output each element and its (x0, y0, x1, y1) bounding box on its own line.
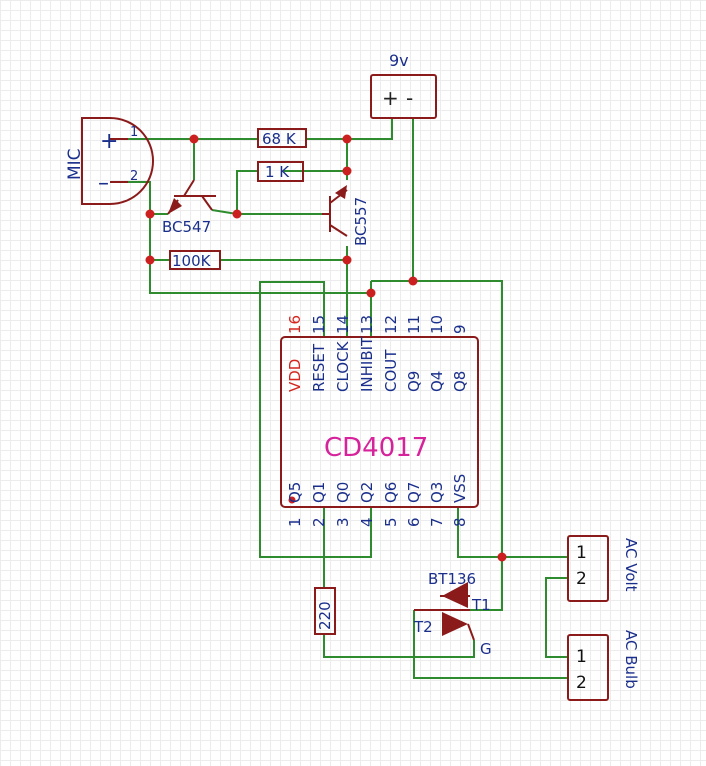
ic-pin-label: Q4 (428, 371, 446, 392)
ic-pin-number: 9 (451, 324, 469, 334)
resistor-1k-label: 1 K (265, 163, 290, 181)
junctions (145, 134, 507, 562)
ic-pin-number: 14 (334, 315, 352, 334)
ic-pin-number: 6 (405, 517, 423, 527)
ic-pin-label: COUT (382, 349, 400, 392)
ic-pin-number: 4 (358, 517, 376, 527)
ac-bulb-label: AC Bulb (622, 630, 640, 689)
resistor-68k: 68 K (257, 128, 307, 148)
triac-t2-label: T2 (413, 618, 433, 636)
ic-pin-number: 10 (428, 315, 446, 334)
ic-pin-number: 13 (358, 315, 376, 334)
resistor-100k: 100K (169, 250, 221, 270)
ic-pin-label: Q7 (405, 482, 423, 503)
triac-upper-triangle (442, 582, 468, 608)
ic-pin-number: 2 (310, 517, 328, 527)
junction-dot (232, 209, 242, 219)
ac-bulb-pin1: 1 (576, 647, 587, 667)
junction-dot (408, 276, 418, 286)
ic-pin-number: 12 (382, 315, 400, 334)
ic-pin-label: Q8 (451, 371, 469, 392)
ic-pin-label: VDD (286, 359, 304, 392)
ic-pin-label: Q0 (334, 482, 352, 503)
ic-pin-number: 5 (382, 517, 400, 527)
battery-minus: - (406, 86, 413, 110)
ic-pin-number: 7 (428, 517, 446, 527)
junction-dot (145, 209, 155, 219)
ic-pin-label: Q5 (286, 482, 304, 503)
mic-minus-sign: – (98, 171, 109, 196)
ic-pin-number: 16 (286, 315, 304, 334)
microphone: + – 1 2 MIC (65, 117, 154, 205)
resistor-220-label: 220 (316, 601, 334, 630)
ic-cd4017: CD4017 16VDD15RESET14CLOCK13INHIBIT12COU… (280, 315, 479, 527)
ic-pin1-marker (288, 496, 296, 504)
triac-bt136: BT136 T1 T2 G (413, 570, 492, 658)
wires (128, 118, 568, 679)
junction-dot (366, 288, 376, 298)
connector-ac-volt: 1 2 AC Volt (567, 535, 640, 602)
ic-body (280, 336, 479, 508)
bc547-label: BC547 (162, 218, 211, 236)
ic-pin-label: CLOCK (334, 340, 352, 392)
battery-label: 9v (389, 51, 409, 70)
battery-body (370, 74, 437, 119)
ic-pin-label: INHIBIT (358, 336, 376, 392)
mic-label: MIC (65, 148, 85, 180)
bc557-label: BC557 (352, 197, 370, 246)
mic-pin2: 2 (130, 169, 138, 184)
ac-volt-pin2: 2 (576, 569, 587, 589)
junction-dot (145, 255, 155, 265)
mic-pin1: 1 (130, 125, 138, 140)
triac-label: BT136 (428, 570, 476, 588)
microphone-body (81, 117, 154, 205)
ic-pin-number: 15 (310, 315, 328, 334)
triac-g-label: G (480, 640, 492, 658)
junction-dot (342, 134, 352, 144)
junction-dot (342, 255, 352, 265)
ic-pin-number: 8 (451, 517, 469, 527)
ic-pin-label: VSS (451, 474, 469, 503)
ic-bottom-pins: Q5 1 Q1 2 Q0 3 Q2 4 Q6 5 Q7 6 Q3 7 VSS 8 (286, 474, 469, 527)
ic-pin-label: Q2 (358, 482, 376, 503)
ic-pin-number: 1 (286, 517, 304, 527)
resistor-100k-label: 100K (172, 252, 212, 270)
transistor-bc557: BC557 (322, 185, 370, 246)
triac-t1-label: T1 (471, 596, 491, 614)
triac-lower-triangle (442, 612, 468, 636)
ic-pin-label: Q3 (428, 482, 446, 503)
ac-volt-pin1: 1 (576, 543, 587, 563)
junction-dot (189, 134, 199, 144)
mic-plus-sign: + (100, 129, 118, 154)
resistor-68k-label: 68 K (262, 130, 297, 148)
junction-dot (342, 166, 352, 176)
ic-name: CD4017 (324, 433, 428, 463)
ic-pin-label: Q1 (310, 482, 328, 503)
transistor-bc547: BC547 (162, 179, 216, 236)
ic-pin-label: RESET (310, 343, 328, 392)
ic-pin-label: Q6 (382, 482, 400, 503)
ic-pin-number: 3 (334, 517, 352, 527)
junction-dot (497, 552, 507, 562)
battery: 9v + - (370, 51, 437, 119)
resistor-220: 220 (314, 587, 336, 635)
ic-pin-label: Q9 (405, 371, 423, 392)
ac-volt-label: AC Volt (622, 538, 640, 592)
ac-bulb-pin2: 2 (576, 673, 587, 693)
resistor-1k: 1 K (257, 161, 304, 182)
connector-ac-bulb: 1 2 AC Bulb (567, 630, 640, 701)
battery-plus: + (382, 86, 399, 110)
ic-pin-number: 11 (405, 315, 423, 334)
